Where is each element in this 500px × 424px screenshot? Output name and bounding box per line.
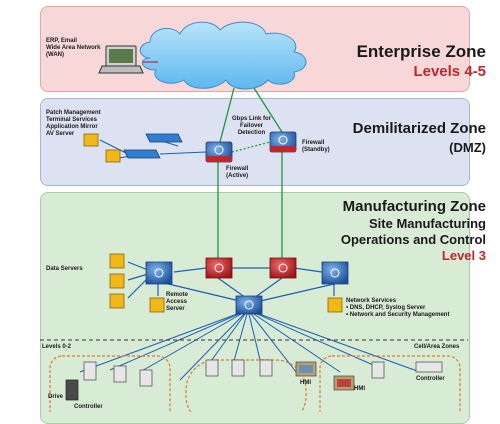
network-diagram <box>40 21 468 412</box>
data-server-icons <box>109 253 125 309</box>
data-servers-label: Data Servers <box>46 266 83 272</box>
green-links <box>217 87 283 258</box>
manufacturing-zone-line3: Operations and Control <box>340 232 486 247</box>
firewall-active-label: Firewall (Active) <box>226 166 249 179</box>
levels-0-2-label: Levels 0-2 <box>42 344 72 350</box>
network-services-label: Network Services • DNS, DHCP, Syslog Ser… <box>346 298 450 318</box>
drive-label: Drive <box>48 394 64 400</box>
core-switch-right-icon <box>269 257 297 279</box>
dmz-switch-icon <box>123 133 183 159</box>
remote-access-label: Remote Access Server <box>166 292 189 312</box>
remote-access-server-icon <box>149 297 165 313</box>
dmz-zone-title: Demilitarized Zone <box>352 120 486 137</box>
controller-left-label: Controller <box>74 404 103 410</box>
distribution-links <box>79 309 421 381</box>
hmi-right-label: HMI <box>354 386 365 392</box>
firewall-active-icon <box>205 141 233 163</box>
cell-area-rings <box>49 355 461 412</box>
gbps-link-label: Gbps Link for Failover Detection <box>232 116 271 136</box>
io-device-icons <box>83 359 443 387</box>
enterprise-zone-title: Enterprise Zone <box>356 42 486 61</box>
drive-icon <box>65 379 79 401</box>
wan-cloud-icon <box>139 21 307 90</box>
firewall-standby-label: Firewall (Standby) <box>302 140 330 153</box>
core-switch-left-icon <box>205 257 233 279</box>
cell-area-zones-label: Cell/Area Zones <box>414 344 460 350</box>
level3-links <box>127 261 335 303</box>
dmz-zone-subtitle: (DMZ) <box>449 140 486 155</box>
laptop-icon <box>98 45 144 74</box>
dmz-zone <box>40 98 470 186</box>
enterprise-zone-levels: Levels 4-5 <box>413 63 486 80</box>
manufacturing-zone-title: Manufacturing Zone <box>342 198 486 215</box>
server-switch-left-icon <box>145 261 173 285</box>
hmi-center-label: HMI <box>300 380 311 386</box>
distribution-switch-icon <box>235 295 263 315</box>
controller-right-label: Controller <box>416 376 445 382</box>
patch-management-label: Patch Management Terminal Services Appli… <box>46 110 101 137</box>
network-services-server-icon <box>327 297 343 313</box>
erp-label: ERP, Email Wide Area Network (WAN) <box>46 38 101 58</box>
dmz-server-icon <box>83 133 121 163</box>
manufacturing-zone-level: Level 3 <box>441 248 486 263</box>
manufacturing-zone-line2: Site Manufacturing <box>368 216 486 231</box>
hmi-icon <box>295 361 355 391</box>
server-switch-right-icon <box>321 261 349 285</box>
firewall-standby-icon <box>269 131 297 153</box>
